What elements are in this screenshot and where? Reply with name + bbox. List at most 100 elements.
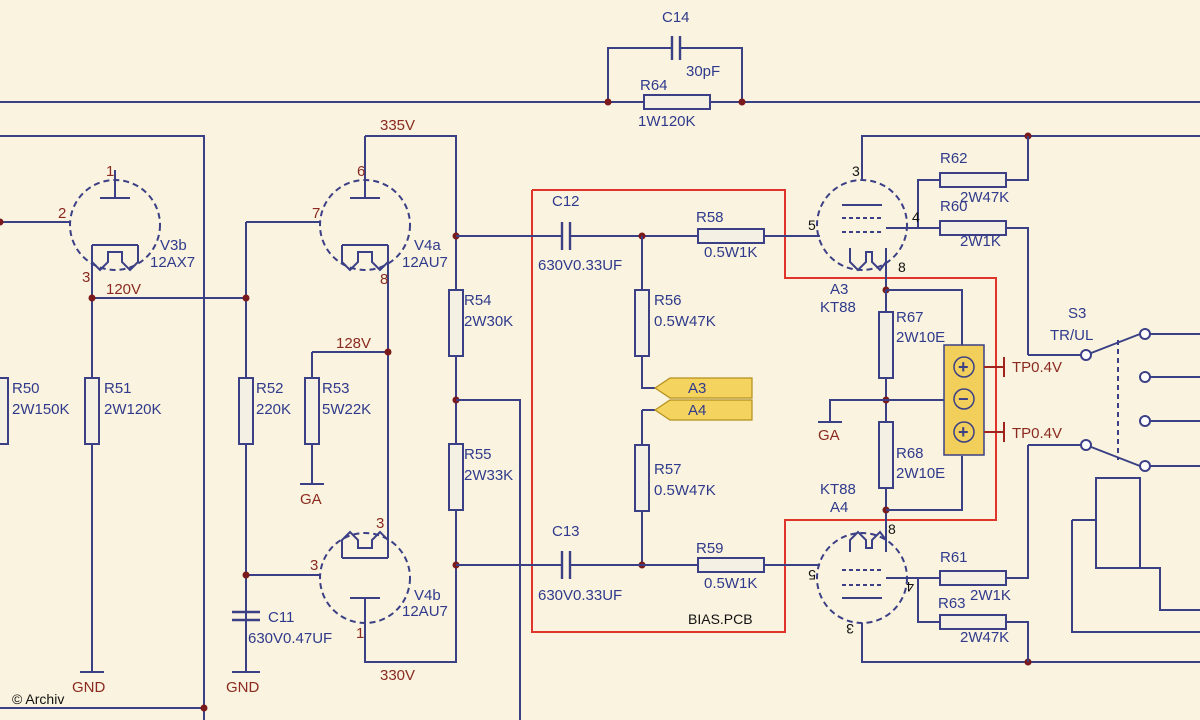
a3-pin3: 3 [852,163,860,179]
r56-ref: R56 [654,292,682,309]
r58-ref: R58 [696,209,724,226]
c11-ref: C11 [268,609,294,626]
voltage-330: 330V [380,667,415,684]
r55-ref: R55 [464,446,492,463]
connector-a4 [653,399,753,421]
resistor-r56 [634,289,650,357]
c13-ref: C13 [552,523,580,540]
r64-ref: R64 [640,77,668,94]
v3b-pin2: 2 [58,205,66,222]
r62-value: 2W47K [960,189,1009,206]
resistor-r54 [448,289,464,357]
c14-value: 30pF [686,63,720,80]
v4a-type: 12AU7 [402,254,448,271]
a4-pin8: 8 [888,521,896,537]
resistor-r58 [697,228,765,244]
a4-ref: A4 [830,499,848,516]
r59-value: 0.5W1K [704,575,757,592]
resistor-r59 [697,557,765,573]
ga-label-2: GA [818,427,840,444]
r59-ref: R59 [696,540,724,557]
resistor-r61 [939,570,1007,586]
r53-value: 5W22K [322,401,371,418]
connector-a4-label: A4 [688,402,706,419]
terminal-minus [953,388,975,410]
a3-pin5: 5 [808,217,816,233]
gnd-label-1: GND [72,679,106,696]
r61-ref: R61 [940,549,968,566]
a4-pin3: 3 [846,621,854,637]
r64-value: 1W120K [638,113,696,130]
resistor-r51 [84,377,100,445]
r55-value: 2W33K [464,467,513,484]
connector-a3-label: A3 [688,380,706,397]
r60-value: 2W1K [960,233,1001,250]
r68-value: 2W10E [896,465,945,482]
v4b-pin3b: 3 [310,557,318,574]
gnd-label-2: GND [226,679,260,696]
terminal-plus-1 [953,356,975,378]
v3b-type: 12AX7 [150,254,195,271]
pcb-label: BIAS.PCB [688,611,753,627]
r63-value: 2W47K [960,629,1009,646]
v4b-type: 12AU7 [402,603,448,620]
r53-ref: R53 [322,380,350,397]
voltage-128: 128V [336,335,371,352]
r57-ref: R57 [654,461,682,478]
stage-v3b: 1 2 3 V3b 12AX7 120V R50 2W150K R51 2W12… [0,135,246,720]
stage-v4-phase-splitter: 335V 6 7 8 V4a 12AU7 128V R52 220K R53 5… [226,117,521,720]
resistor-r50 [0,377,9,445]
v4b-pin3a: 3 [376,515,384,532]
resistor-r62 [939,172,1007,188]
r58-value: 0.5W1K [704,244,757,261]
s3-ref: S3 [1068,305,1086,322]
resistor-r57 [634,444,650,512]
a4-type: KT88 [820,481,856,498]
r54-value: 2W30K [464,313,513,330]
r52-ref: R52 [256,380,284,397]
testpoint-2: TP0.4V [1012,425,1062,442]
r56-value: 0.5W47K [654,313,716,330]
tube-a3 [816,179,908,271]
v3b-pin3: 3 [82,269,90,286]
s3-label: TR/UL [1050,327,1093,344]
voltage-335: 335V [380,117,415,134]
ga-label-1: GA [300,491,322,508]
v3b-ref: V3b [160,237,187,254]
r61-value: 2W1K [970,587,1011,604]
r51-value: 2W120K [104,401,162,418]
c13-value: 630V0.33UF [538,587,622,604]
r60-ref: R60 [940,198,968,215]
r52-value: 220K [256,401,291,418]
a3-pin4: 4 [912,209,920,225]
v3b-pin1: 1 [106,163,114,180]
resistor-r67 [878,311,894,379]
resistor-r64 [643,94,711,110]
a4-pin4: 4 [906,579,914,595]
testpoint-1: TP0.4V [1012,359,1062,376]
r51-ref: R51 [104,380,132,397]
r62-ref: R62 [940,150,968,167]
a3-pin8: 8 [898,259,906,275]
c11-value: 630V0.47UF [248,630,332,647]
minus-symbol: − [958,389,969,409]
c14-ref: C14 [662,9,690,26]
resistor-r63 [939,614,1007,630]
a4-pin5: 5 [808,567,816,583]
r68-ref: R68 [896,445,924,462]
a3-type: KT88 [820,299,856,316]
watermark: © Archiv [12,691,64,707]
c12-ref: C12 [552,193,580,210]
terminal-plus-2 [953,421,975,443]
plus-symbol-2: + [958,422,969,442]
r50-ref: R50 [12,380,40,397]
resistor-r68 [878,421,894,489]
v4b-ref: V4b [414,587,441,604]
v4a-pin8: 8 [380,271,388,288]
c12-value: 630V0.33UF [538,257,622,274]
r50-value: 2W150K [12,401,70,418]
bias-pcb: A3 A4 C12 630V0.33UF R58 0.5W1K R56 0.5W… [456,189,997,633]
v4b-pin1: 1 [356,625,364,642]
a3-ref: A3 [830,281,848,298]
